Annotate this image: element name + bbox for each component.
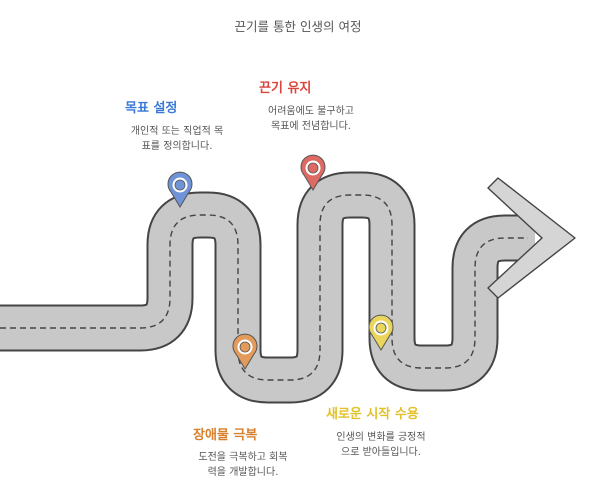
desc-line: 어려움에도 불구하고 bbox=[268, 106, 354, 117]
milestone-desc-goal: 개인적 또는 직업적 목 표를 정의합니다. bbox=[112, 124, 242, 154]
milestone-title-acceptance: 새로운 시작 수용 bbox=[326, 407, 419, 422]
milestone-title-goal: 목표 설정 bbox=[125, 101, 178, 116]
road-arrow-head bbox=[487, 177, 576, 299]
diagram-title: 끈기를 통한 인생의 여정 bbox=[234, 19, 362, 34]
desc-line: 인생의 변화를 긍정적 bbox=[336, 432, 426, 443]
map-pin-icon bbox=[167, 171, 193, 208]
winding-road bbox=[0, 171, 576, 404]
milestone-title-obstacle: 장애물 극복 bbox=[193, 428, 258, 443]
road-surface bbox=[0, 173, 535, 402]
milestone-desc-obstacle: 도전을 극복하고 회복 력을 개발합니다. bbox=[178, 450, 308, 480]
milestone-desc-acceptance: 인생의 변화를 긍정적 으로 받아들입니다. bbox=[316, 430, 446, 460]
desc-line: 력을 개발합니다. bbox=[207, 467, 279, 478]
desc-line: 도전을 극복하고 회복 bbox=[198, 452, 288, 463]
desc-line: 목표에 전념합니다. bbox=[271, 121, 351, 132]
road-center-line bbox=[0, 194, 528, 381]
milestone-desc-persistence: 어려움에도 불구하고 목표에 전념합니다. bbox=[246, 104, 376, 134]
desc-line: 으로 받아들입니다. bbox=[341, 447, 421, 458]
desc-line: 표를 정의합니다. bbox=[141, 141, 213, 152]
milestone-title-persistence: 끈기 유지 bbox=[259, 81, 312, 96]
map-pin-icon bbox=[368, 314, 394, 351]
map-pin-icon bbox=[300, 154, 326, 191]
desc-line: 개인적 또는 직업적 목 bbox=[130, 126, 224, 137]
map-pin-icon bbox=[232, 333, 258, 370]
